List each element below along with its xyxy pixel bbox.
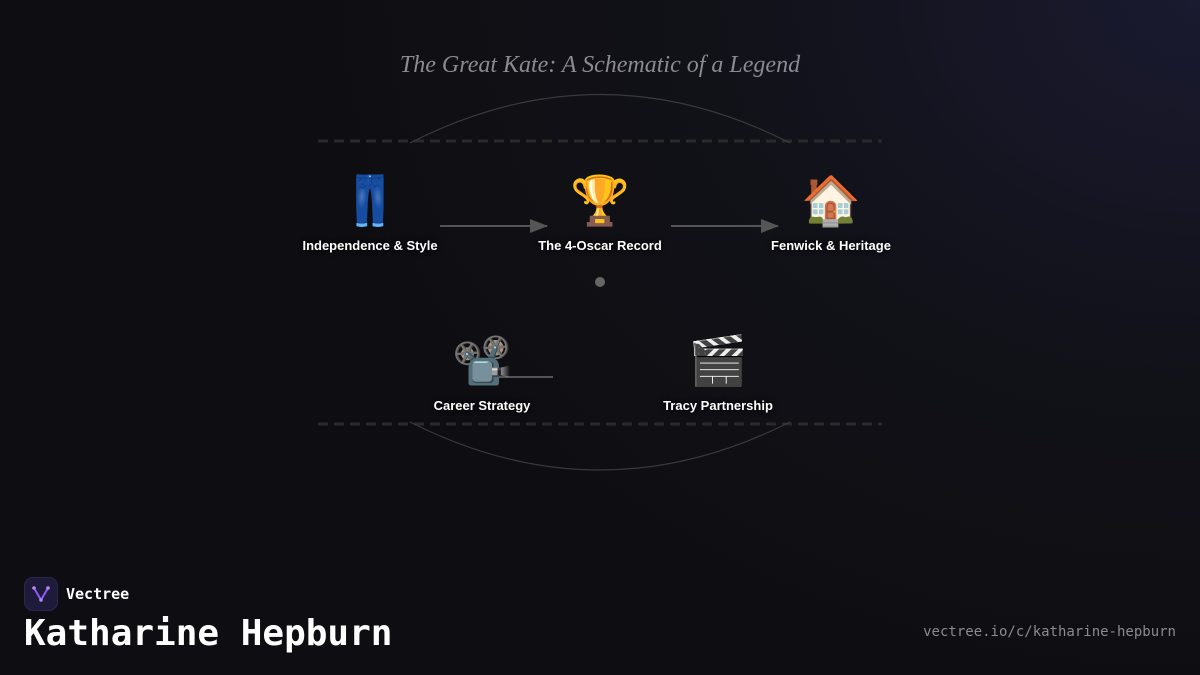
page-url-link[interactable]: vectree.io/c/katharine-hepburn — [923, 624, 1176, 640]
bottom-arc — [409, 421, 791, 471]
vectree-logo-icon — [24, 577, 58, 611]
center-node-dot — [595, 277, 605, 287]
brand[interactable]: Vectree — [24, 577, 129, 611]
node-label: Independence & Style — [302, 238, 438, 253]
node-tracy[interactable]: 🎬 Tracy Partnership — [618, 332, 818, 413]
jeans-icon: 👖 — [340, 173, 400, 229]
trophy-icon: 🏆 — [570, 173, 630, 229]
brand-name: Vectree — [66, 585, 130, 603]
node-label: The 4-Oscar Record — [538, 238, 662, 253]
node-career[interactable]: 📽️ Career Strategy — [382, 332, 582, 413]
node-oscar[interactable]: 🏆 The 4-Oscar Record — [500, 172, 700, 253]
node-label: Fenwick & Heritage — [771, 238, 891, 253]
house-icon: 🏠 — [801, 173, 861, 229]
film-projector-icon: 📽️ — [452, 333, 512, 389]
node-fenwick[interactable]: 🏠 Fenwick & Heritage — [731, 172, 931, 253]
node-label: Career Strategy — [433, 398, 531, 413]
top-arc — [409, 94, 791, 144]
clapper-board-icon: 🎬 — [688, 333, 748, 389]
page-title: Katharine Hepburn — [24, 613, 393, 654]
node-label: Tracy Partnership — [663, 398, 773, 413]
node-independence[interactable]: 👖 Independence & Style — [270, 172, 470, 253]
diagram-title: The Great Kate: A Schematic of a Legend — [399, 52, 801, 78]
